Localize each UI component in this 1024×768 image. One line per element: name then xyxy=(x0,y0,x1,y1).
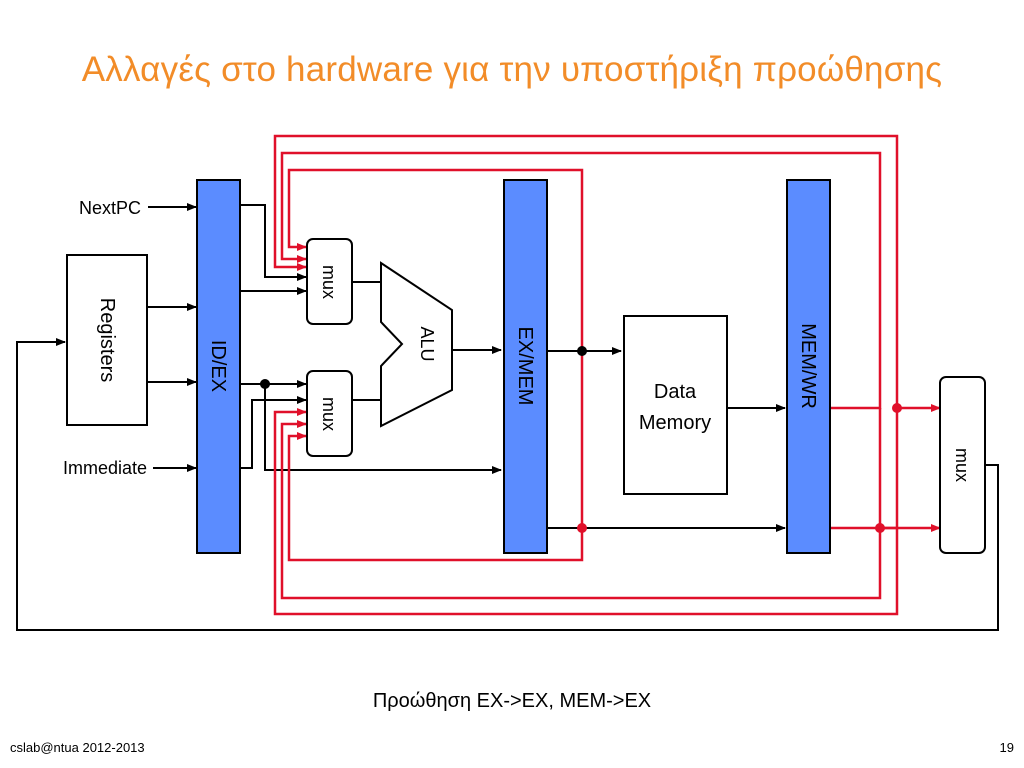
forward-exmem-muxa xyxy=(287,168,584,350)
registers-block xyxy=(66,254,148,426)
mux-a xyxy=(306,238,353,325)
ex-mem-label: EX/MEM xyxy=(514,327,536,406)
wire-idex-muxb-2 xyxy=(264,384,502,474)
junction-dot xyxy=(875,523,885,533)
footer-text: cslab@ntua 2012-2013 xyxy=(10,740,145,755)
junction-dot xyxy=(260,379,270,389)
junction-dot xyxy=(577,346,587,356)
forward-memwr-muxb xyxy=(280,408,882,600)
registers-label: Registers xyxy=(96,298,118,382)
page-number: 19 xyxy=(999,740,1014,755)
mux-b xyxy=(306,370,353,457)
junction-dot xyxy=(892,403,902,413)
forward-memwr2-muxb xyxy=(273,408,899,616)
wire-writeback-loop xyxy=(16,338,999,631)
slide-caption: Προώθηση EX->EX, MEM->EX xyxy=(372,690,652,712)
mem-wr-label: MEM/WR xyxy=(797,323,819,409)
forwarding-paths xyxy=(273,134,941,616)
alu-block xyxy=(380,261,453,428)
mux-writeback-label: mux xyxy=(952,448,972,482)
id-ex-label: ID/EX xyxy=(207,340,229,392)
mux-b-label: mux xyxy=(319,397,339,431)
forward-memwr-muxa xyxy=(280,151,882,410)
nextpc-label: NextPC xyxy=(79,198,141,218)
data-memory-label-line2: Memory xyxy=(639,412,711,434)
id-ex-register xyxy=(196,179,241,554)
data-memory-label-line1: Data xyxy=(654,381,697,403)
wire-idex-muxa-1 xyxy=(241,204,307,281)
data-memory-block xyxy=(623,315,728,495)
ex-mem-register xyxy=(503,179,548,554)
forward-exmem-muxb xyxy=(287,350,584,562)
black-wires xyxy=(16,203,999,631)
junction-dot xyxy=(577,523,587,533)
mux-writeback xyxy=(939,376,986,554)
wire-idex-muxb-3 xyxy=(241,396,307,469)
immediate-label: Immediate xyxy=(63,458,147,478)
mem-wr-register xyxy=(786,179,831,554)
junction-dots xyxy=(260,346,902,533)
alu-label: ALU xyxy=(417,326,437,361)
slide-title: Αλλαγές στο hardware για την υποστήριξη … xyxy=(81,50,943,89)
mux-a-label: mux xyxy=(319,265,339,299)
